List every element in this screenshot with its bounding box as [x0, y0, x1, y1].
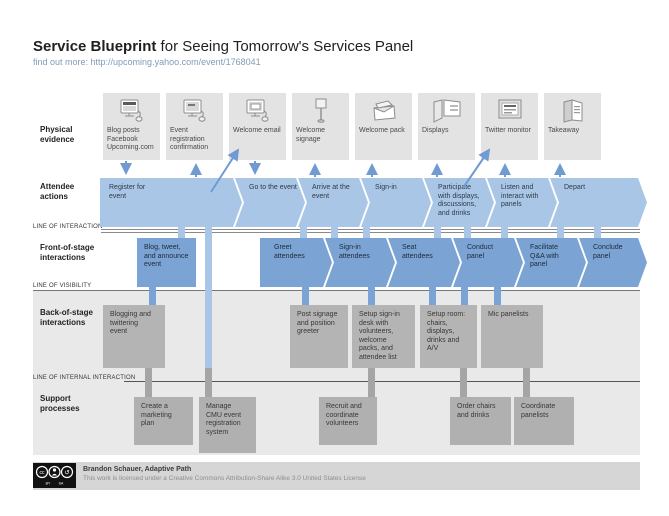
- connector-bar: [494, 287, 501, 306]
- support-coordinate-panelists: Coordinate panelists: [514, 397, 574, 445]
- physical-evidence-label: Welcome signage: [296, 127, 326, 143]
- physical-evidence-event-registration: Event registration confirmation: [166, 93, 223, 160]
- attendee-action-listen: Listen and interact with panels: [487, 178, 557, 227]
- connector-bar: [368, 287, 375, 306]
- license-text: This work is licensed under a Creative C…: [83, 475, 366, 482]
- connector-bar: [178, 227, 185, 239]
- connector-bar: [594, 227, 601, 239]
- connector-bar: [331, 227, 338, 239]
- computer-mouse-icon: [166, 97, 223, 125]
- computer-mouse-icon: [229, 97, 286, 125]
- connector-bar: [501, 227, 508, 239]
- line-of-interaction-rule: [101, 229, 640, 230]
- front-stage-greet: Greet attendees: [260, 238, 332, 287]
- attendee-action-register: Register for event: [100, 178, 242, 227]
- row-label-support-processes: Support processes: [40, 394, 80, 413]
- support-marketing-plan: Create a marketing plan: [134, 397, 193, 445]
- support-recruit-volunteers: Recruit and coordinate volunteers: [319, 397, 377, 445]
- physical-evidence-takeaway: Takeaway: [544, 93, 601, 160]
- title-bold: Service Blueprint: [33, 38, 157, 55]
- connector-bar: [429, 287, 436, 306]
- up-arrow: [190, 163, 566, 177]
- row-label-back-of-stage: Back-of-stage interactions: [40, 308, 93, 327]
- connector-bar-long-lower: [205, 368, 212, 397]
- physical-evidence-welcome-email: Welcome email: [229, 93, 286, 160]
- front-stage-conduct: Conduct panel: [453, 238, 523, 287]
- attendee-action-participate: Participate with displays, discussions, …: [424, 178, 494, 227]
- line-of-interaction-rule2: [101, 232, 640, 233]
- monitor-icon: [481, 97, 538, 125]
- connector-bar: [145, 368, 152, 398]
- down-dashed-arrow: [120, 161, 261, 175]
- attendee-action-signin: Sign-in: [361, 178, 431, 227]
- connector-bar: [368, 368, 375, 398]
- physical-evidence-label: Welcome pack: [359, 127, 405, 134]
- front-stage-blog-tweet: Blog, tweet, and announce event: [137, 238, 196, 287]
- physical-evidence-blog-posts: Blog posts Facebook Upcoming.com: [103, 93, 160, 160]
- back-stage-blogging: Blogging and twittering event: [103, 305, 165, 368]
- line-of-internal-interaction-rule: [124, 381, 640, 382]
- line-of-visibility-label: LINE OF VISIBILITY: [33, 283, 92, 289]
- svg-text:cc: cc: [40, 470, 46, 476]
- front-stage-signin: Sign-in attendees: [325, 238, 395, 287]
- computer-mouse-icon: [103, 97, 160, 125]
- svg-text:BY: BY: [46, 482, 51, 486]
- attendee-action-arrive: Arrive at the event: [298, 178, 368, 227]
- line-of-internal-interaction-label: LINE OF INTERNAL INTERACTION: [33, 375, 136, 381]
- booklet-icon: [544, 97, 601, 125]
- connector-bar: [149, 287, 156, 306]
- physical-evidence-label: Takeaway: [548, 127, 580, 134]
- connector-bar-long: [205, 227, 212, 370]
- welcome-pack-icon: [355, 97, 412, 125]
- row-label-physical-evidence: Physical evidence: [40, 125, 75, 144]
- back-stage-mic-panelists: Mic panelists: [481, 305, 543, 368]
- physical-evidence-label: Event registration confirmation: [170, 127, 209, 151]
- cc-by-sa-icon: cc ↺ BY SA: [35, 465, 74, 486]
- title-rest: for Seeing Tomorrow's Services Panel: [156, 38, 414, 55]
- physical-evidence-label: Blog posts Facebook Upcoming.com: [107, 127, 154, 151]
- line-of-interaction-label: LINE OF INTERACTION: [33, 224, 103, 230]
- back-stage-setup-desk: Setup sign-in desk with volunteers, welc…: [352, 305, 415, 368]
- signage-icon: [292, 97, 349, 125]
- creative-commons-badge: cc ↺ BY SA: [33, 463, 76, 488]
- attendee-action-go: Go to the event: [235, 178, 305, 227]
- svg-text:SA: SA: [59, 482, 64, 486]
- physical-evidence-twitter-monitor: Twitter monitor: [481, 93, 538, 160]
- back-stage-setup-room: Setup room: chairs, displays, drinks and…: [420, 305, 477, 368]
- physical-evidence-label: Displays: [422, 127, 449, 134]
- connector-bar: [523, 368, 530, 398]
- physical-evidence-label: Welcome email: [233, 127, 281, 134]
- front-stage-seat: Seat attendees: [388, 238, 460, 287]
- connector-bar: [363, 227, 370, 239]
- front-stage-conclude: Conclude panel: [579, 238, 647, 287]
- row-label-attendee-actions: Attendee actions: [40, 182, 75, 201]
- subtitle-url: find out more: http://upcoming.yahoo.com…: [33, 57, 261, 67]
- physical-evidence-label: Twitter monitor: [485, 127, 531, 134]
- support-cmu-registration: Manage CMU event registration system: [199, 397, 256, 453]
- front-stage-facilitate: Facilitate Q&A with panel: [516, 238, 586, 287]
- support-order-chairs: Order chairs and drinks: [450, 397, 511, 445]
- display-boards-icon: [418, 97, 475, 125]
- svg-text:↺: ↺: [64, 470, 70, 477]
- connector-bar: [434, 227, 441, 239]
- physical-evidence-welcome-signage: Welcome signage: [292, 93, 349, 160]
- attendee-action-depart: Depart: [550, 178, 647, 227]
- author-credit: Brandon Schauer, Adaptive Path: [83, 466, 192, 473]
- connector-bar: [300, 227, 307, 239]
- page-title: Service Blueprint for Seeing Tomorrow's …: [33, 38, 413, 55]
- connector-bar: [302, 287, 309, 306]
- connector-bar: [557, 227, 564, 239]
- back-stage-post-signage: Post signage and position greeter: [290, 305, 348, 368]
- physical-evidence-welcome-pack: Welcome pack: [355, 93, 412, 160]
- connector-bar: [461, 287, 468, 306]
- footer-band: [33, 462, 640, 490]
- connector-bar: [464, 227, 471, 239]
- row-label-front-of-stage: Front-of-stage interactions: [40, 243, 95, 262]
- connector-bar: [460, 368, 467, 398]
- physical-evidence-displays: Displays: [418, 93, 475, 160]
